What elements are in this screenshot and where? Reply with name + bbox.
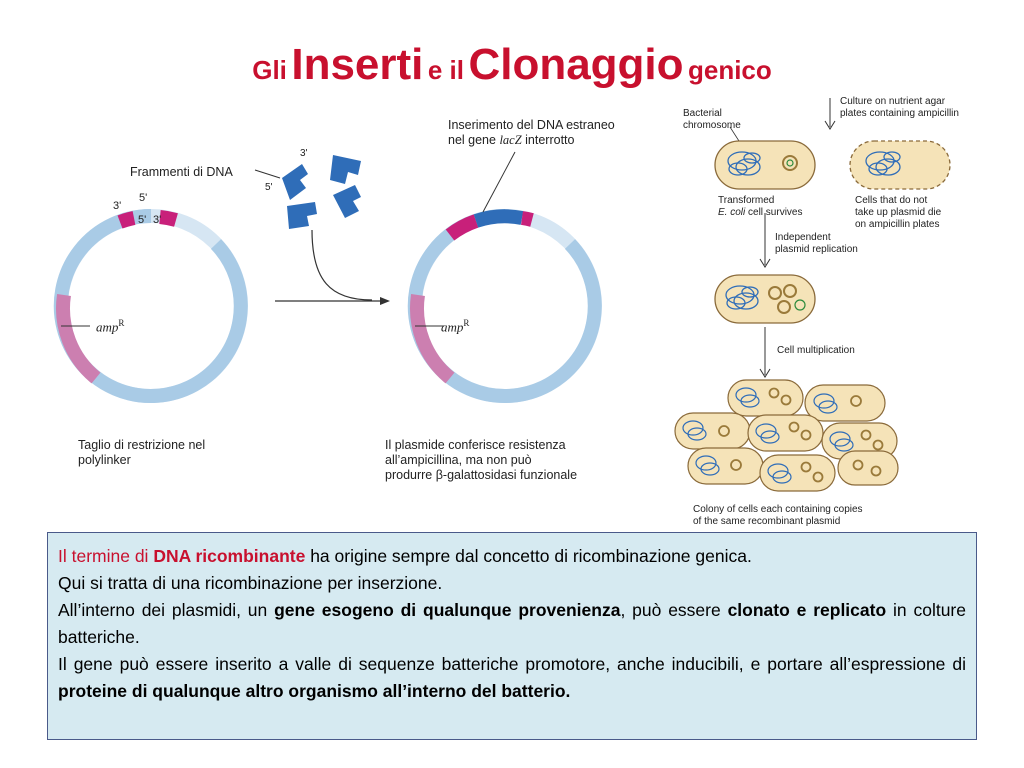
right-plasmid-backbone <box>407 209 602 403</box>
left-cut-end-b <box>159 210 178 227</box>
right-plasmid <box>407 209 602 403</box>
plasmid-cloning-diagram <box>53 151 602 403</box>
right-ampR-label: ampR <box>441 318 470 335</box>
end-label-3-top: 3' <box>113 200 122 212</box>
textbox-line-2: Qui si tratta di una ricombinazione per … <box>58 573 443 593</box>
page-title: Gli Inserti e il Clonaggio genico <box>0 40 1024 90</box>
left-ampR-region <box>56 293 101 384</box>
textbox-line-3: All’interno dei plasmidi, un gene esogen… <box>58 600 966 647</box>
fragment-end-5: 5' <box>265 182 273 193</box>
term-dna-ricombinante: DNA ricombinante <box>153 546 306 566</box>
right-ampR-region <box>410 293 455 384</box>
right-insert <box>473 209 524 228</box>
title-part-gli: Gli <box>252 55 287 85</box>
independent-replication-label: Independent plasmid replication <box>775 232 858 255</box>
dna-fragments <box>282 155 361 229</box>
cell-colony <box>674 379 899 492</box>
ecoli-cloning-diagram <box>674 98 951 492</box>
right-caption: Il plasmide conferisce resistenza all’am… <box>385 438 578 482</box>
explanation-textbox: Il termine di DNA ricombinante ha origin… <box>47 532 977 740</box>
end-label-5-top: 5' <box>139 192 148 204</box>
textbox-line-4: Il gene può essere inserito a valle di s… <box>58 654 966 701</box>
dna-fragment-4 <box>287 202 317 229</box>
title-part-inserti: Inserti <box>291 40 424 89</box>
fragment-end-3: 3' <box>300 148 308 159</box>
fragments-label: Frammenti di DNA <box>130 165 233 179</box>
replicated-cell <box>714 274 816 324</box>
left-plasmid <box>53 209 248 403</box>
bacterial-chromosome-label: Bacterial chromosome <box>683 108 741 131</box>
right-lacZ-left <box>445 214 479 241</box>
title-part-clonaggio: Clonaggio <box>468 40 684 89</box>
textbox-line-1: Il termine di DNA ricombinante ha origin… <box>58 546 752 566</box>
right-lacZ-right <box>520 211 534 227</box>
cell-multiplication-label: Cell multiplication <box>777 345 855 356</box>
left-cut-end-a <box>117 211 136 229</box>
insert-curve-arrow <box>311 229 373 301</box>
lacZ-gene-name: lacZ <box>499 133 522 147</box>
dna-fragment-2 <box>330 155 361 184</box>
dead-cells-label: Cells that do not take up plasmid die on… <box>855 195 942 230</box>
end-label-3-bottom: 3' <box>153 214 162 226</box>
end-label-5-bottom: 5' <box>138 214 147 226</box>
title-part-genico: genico <box>687 55 772 85</box>
insertion-label: Inserimento del DNA estraneo nel gene la… <box>448 118 615 147</box>
culture-label: Culture on nutrient agar plates containi… <box>840 96 959 119</box>
transformed-cell <box>714 140 816 190</box>
left-plasmid-backbone <box>53 209 248 403</box>
dead-cell <box>849 140 951 190</box>
dna-fragment-3 <box>333 185 361 218</box>
left-ampR-label: ampR <box>96 318 125 335</box>
title-part-e-il: e il <box>427 55 464 85</box>
left-caption: Taglio di restrizione nel polylinker <box>78 438 206 467</box>
dna-fragment-1 <box>282 164 308 200</box>
transformed-label: Transformed E. coli cell survives <box>718 195 803 218</box>
colony-label: Colony of cells each containing copies o… <box>693 504 863 527</box>
